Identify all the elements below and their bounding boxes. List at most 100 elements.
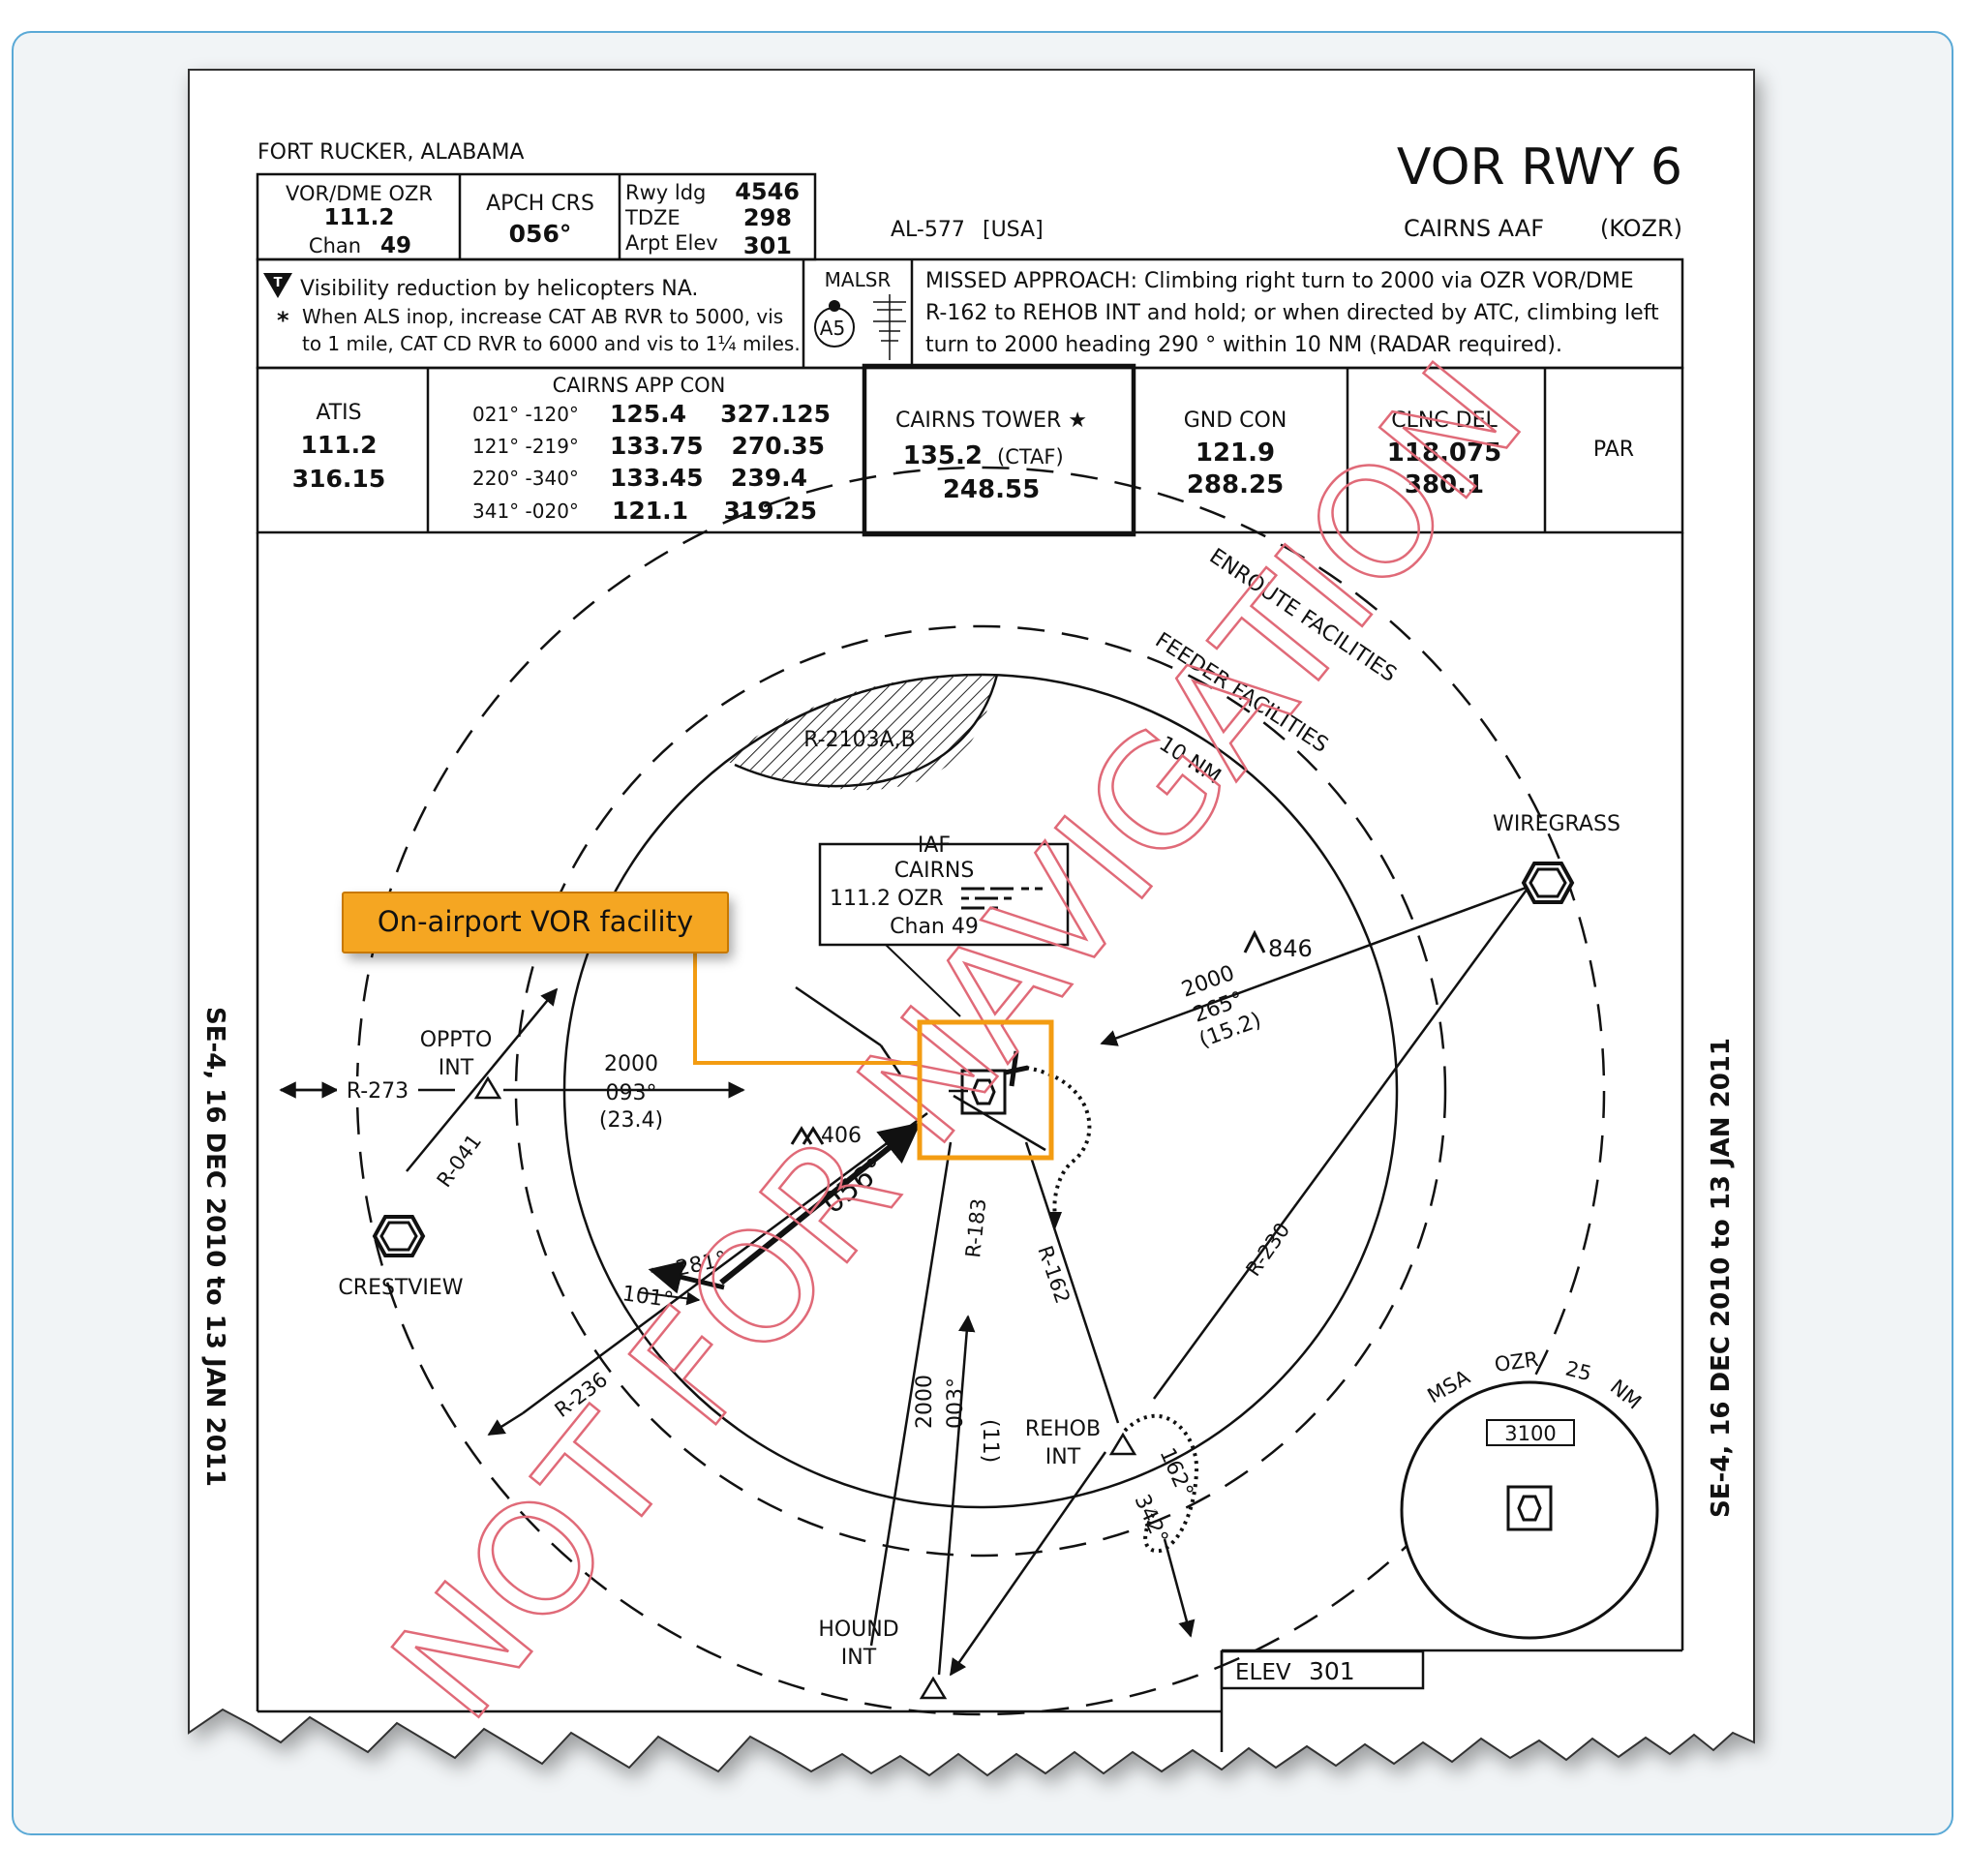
- msa-vor-icon: [1506, 1485, 1553, 1531]
- hound-leg-arrow: [937, 1315, 976, 1676]
- atis-freq-1: 111.2: [300, 431, 377, 459]
- tower-freq-2: 248.55: [943, 475, 1040, 504]
- gnd-con-freq-2: 288.25: [1187, 470, 1284, 499]
- malsr-symbol: A5: [820, 317, 845, 340]
- r273-mask: [337, 1076, 418, 1104]
- leg-hound-altitude: 2000: [913, 1375, 937, 1429]
- holding-inbound-arrow: [648, 1260, 725, 1294]
- runway-icon: [1004, 1050, 1029, 1087]
- leg-oppto-altitude: 2000: [604, 1052, 658, 1076]
- callout-box-border: [342, 892, 729, 953]
- chart-number: AL-577: [891, 218, 965, 242]
- app-con-sector: 341° -020°: [472, 499, 579, 523]
- rehob-label-1: REHOB: [1025, 1417, 1101, 1441]
- location-text: FORT RUCKER, ALABAMA: [257, 140, 524, 165]
- arpt-elev-label: Arpt Elev: [625, 231, 718, 255]
- obstacle-846: 846: [1268, 935, 1313, 962]
- malsr-dot-icon: [829, 300, 840, 312]
- gnd-con-freq-1: 121.9: [1196, 439, 1275, 468]
- morse-code-icon: [961, 887, 1043, 910]
- elev-box: [1220, 1649, 1425, 1690]
- obstacle-group-icon: [790, 1126, 825, 1145]
- apch-crs-value: 056°: [509, 220, 572, 248]
- tdze-label: TDZE: [624, 206, 681, 229]
- app-con-uhf: 327.125: [720, 400, 831, 428]
- missed-approach-3: turn to 2000 heading 290 ° within 10 NM …: [925, 333, 1562, 357]
- airport-id: (KOZR): [1600, 215, 1682, 242]
- clnc-del-freq-2: 380.1: [1405, 470, 1484, 499]
- missed-approach-1: MISSED APPROACH: Climbing right turn to …: [925, 269, 1634, 293]
- note-helicopter: Visibility reduction by helicopters NA.: [300, 277, 698, 301]
- rehob-label-2: INT: [1045, 1445, 1081, 1469]
- note-asterisk: *: [277, 307, 289, 334]
- app-con-sectors: 021° -120° 125.4 327.125 121° -219° 133.…: [472, 400, 831, 525]
- leg-oppto-course: 093°: [606, 1081, 657, 1105]
- obstacle-406: 406: [821, 1124, 862, 1148]
- leg-hound-distance: (11): [978, 1419, 1002, 1463]
- tdze-value: 298: [743, 204, 792, 231]
- note-als-2: to 1 mile, CAT CD RVR to 6000 and vis to…: [302, 332, 801, 355]
- oppto-int-icon: [473, 1075, 502, 1100]
- oppto-label-2: INT: [439, 1056, 474, 1080]
- clnc-del-freq-1: 118.075: [1387, 439, 1501, 468]
- tower-ctaf: (CTAF): [997, 445, 1064, 469]
- crestview-label: CRESTVIEW: [338, 1276, 463, 1300]
- app-con-label: CAIRNS APP CON: [553, 374, 726, 397]
- restricted-area-boundary: [734, 674, 999, 788]
- apch-crs-label: APCH CRS: [486, 192, 594, 216]
- vor-highlight-box: [917, 1019, 1054, 1161]
- missed-approach-arrowhead: [1048, 1212, 1062, 1229]
- iaf-freq: 111.2 OZR: [830, 887, 944, 911]
- airport-name: CAIRNS AAF: [1404, 215, 1544, 242]
- malsr-label: MALSR: [825, 268, 892, 291]
- left-margin-date: SE-4, 16 DEC 2010 to 13 JAN 2011: [200, 1007, 229, 1487]
- restricted-area-hatch: [722, 674, 996, 791]
- elev-value: 301: [1309, 1657, 1355, 1685]
- procedure-tracks: [279, 881, 1540, 1677]
- leg-hound-course: 003°: [944, 1377, 968, 1429]
- callout-box: [343, 893, 728, 953]
- tower-box: [862, 363, 1136, 537]
- app-con-sector: 121° -219°: [472, 435, 579, 458]
- right-margin-date: SE-4, 16 DEC 2010 to 13 JAN 2011: [1707, 1038, 1736, 1518]
- wiregrass-label: WIREGRASS: [1493, 812, 1620, 836]
- enroute-ring: [355, 466, 1606, 1716]
- rwy-ldg-label: Rwy ldg: [625, 181, 706, 204]
- restricted-area-label: R-2103A,B: [803, 728, 915, 752]
- app-con-vhf: 133.45: [610, 464, 703, 492]
- rwy-ldg-value: 4546: [735, 178, 800, 205]
- missed-approach-2: R-162 to REHOB INT and hold; or when dir…: [925, 301, 1659, 325]
- vor-chan: 49: [380, 233, 411, 258]
- wiregrass-vortac-inner-icon: [1529, 867, 1567, 898]
- missed-approach-path: [1025, 1066, 1092, 1216]
- final-approach-course: [719, 1122, 922, 1286]
- vor-dme-icon: [960, 1069, 1007, 1115]
- par-label: PAR: [1593, 438, 1634, 462]
- clnc-del-label: CLNC DEL: [1391, 408, 1498, 433]
- msa-vor-hexagon-icon: [1517, 1495, 1542, 1522]
- hound-label-1: HOUND: [818, 1618, 898, 1642]
- approach-lights-icon: [873, 294, 906, 360]
- leg-oppto-distance: (23.4): [599, 1108, 663, 1133]
- gnd-con-label: GND CON: [1184, 408, 1287, 433]
- holding-outbound-arrow: [638, 1291, 701, 1306]
- elev-label: ELEV: [1235, 1660, 1291, 1685]
- callout-leader-line: [693, 953, 920, 1065]
- app-con-sector: 220° -340°: [472, 467, 579, 490]
- country-code: [USA]: [983, 218, 1044, 242]
- iaf-label: IAF: [918, 833, 951, 858]
- atis-freq-2: 316.15: [292, 465, 385, 493]
- hound-int-icon: [919, 1676, 948, 1700]
- app-con-uhf: 239.4: [731, 464, 807, 492]
- holding-pattern: [1123, 1413, 1199, 1554]
- vor-label: VOR/DME OZR: [286, 182, 433, 205]
- vor-chan-label: Chan: [309, 234, 361, 257]
- msa-altitude-box: [1486, 1419, 1575, 1446]
- vor-freq: 111.2: [324, 205, 395, 230]
- callout-label: On-airport VOR facility: [378, 905, 693, 938]
- app-con-sector: 021° -120°: [472, 403, 579, 426]
- t-notice-icon: [263, 273, 292, 298]
- msa-altitude: 3100: [1504, 1422, 1556, 1445]
- feeder-ring: [514, 624, 1447, 1558]
